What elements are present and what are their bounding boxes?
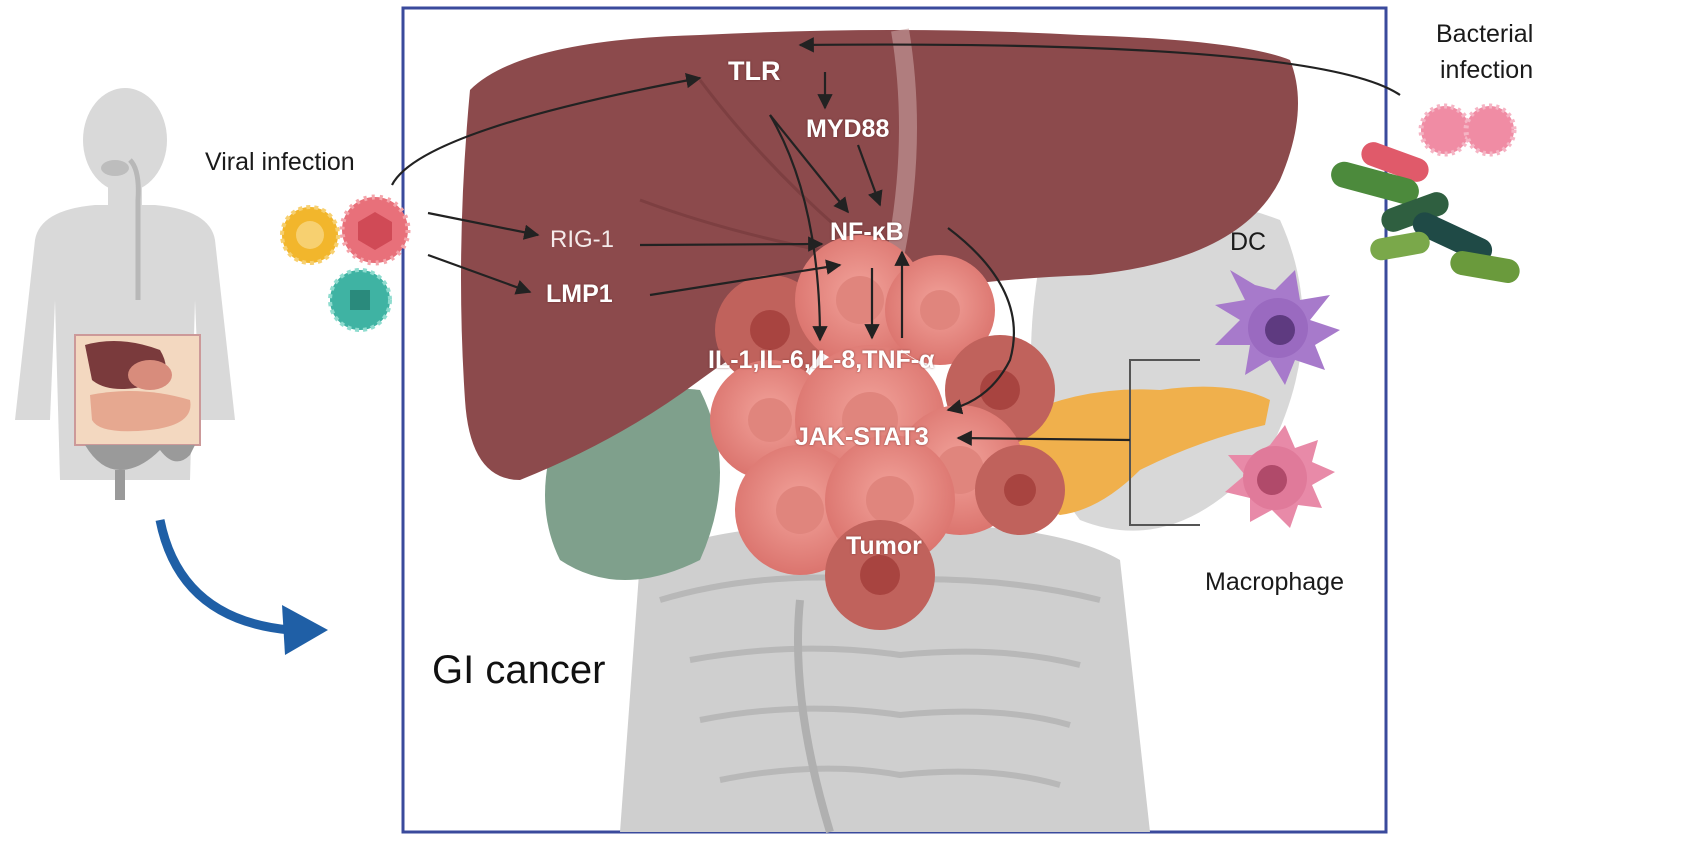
tumor-label: Tumor bbox=[846, 532, 922, 560]
nfkb-label: NF-κB bbox=[830, 218, 904, 246]
intestine-icon bbox=[620, 524, 1150, 834]
macrophage-icon bbox=[1225, 425, 1335, 528]
macrophage-label: Macrophage bbox=[1205, 568, 1344, 596]
cytokines-label: IL-1,IL-6,IL-8,TNF-α bbox=[708, 346, 935, 374]
human-body-icon bbox=[15, 88, 235, 500]
myd88-label: MYD88 bbox=[806, 115, 890, 143]
immune-cell-bracket bbox=[1129, 359, 1200, 526]
bacterial-infection-label-line2: infection bbox=[1440, 56, 1534, 84]
dc-label: DC bbox=[1230, 228, 1267, 256]
flow-arrow-icon bbox=[155, 519, 328, 655]
tumor-icon bbox=[710, 235, 1065, 630]
tlr-label: TLR bbox=[728, 56, 781, 86]
viral-infection-label: Viral infection bbox=[205, 148, 355, 176]
jak-stat3-label: JAK-STAT3 bbox=[795, 423, 929, 451]
bacteria-icon bbox=[1331, 103, 1520, 283]
virus-icon bbox=[280, 194, 411, 332]
gi-cancer-label: GI cancer bbox=[432, 648, 606, 692]
rig1-label: RIG-1 bbox=[550, 226, 615, 253]
pathway-arrows bbox=[391, 37, 1401, 446]
pancreas-icon bbox=[1010, 386, 1270, 515]
lmp1-label: LMP1 bbox=[546, 280, 613, 308]
dendritic-cell-icon bbox=[1215, 270, 1340, 385]
bacterial-infection-label-line1: Bacterial bbox=[1436, 20, 1534, 48]
